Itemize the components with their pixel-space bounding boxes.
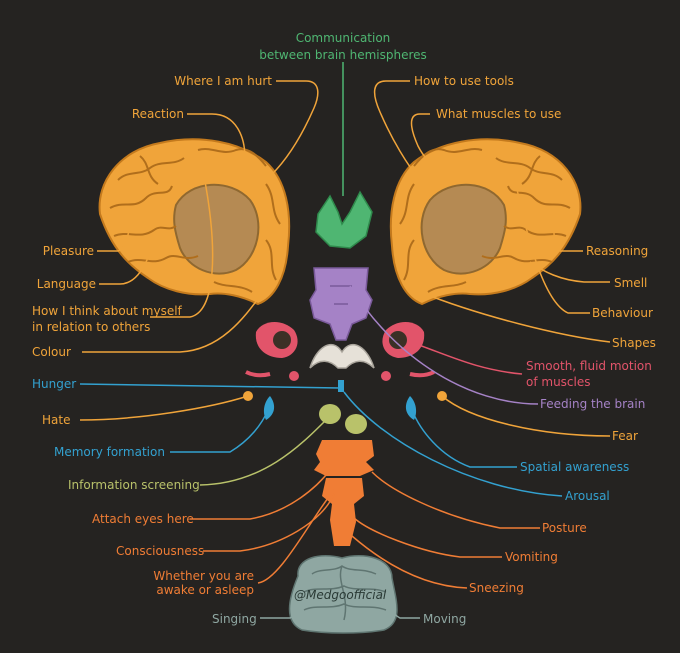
leader-lines (79, 62, 611, 619)
right-hippocampus (381, 321, 435, 381)
label-attach-eyes: Attach eyes here (92, 512, 194, 526)
label-communication: Communication between brain hemispheres (250, 31, 436, 62)
label-self-think-line1: How I think about myself (32, 304, 182, 318)
label-singing: Singing (212, 612, 257, 626)
label-info-screening: Information screening (68, 478, 200, 492)
brainstem (314, 440, 374, 546)
label-consciousness: Consciousness (116, 544, 205, 558)
label-memory: Memory formation (54, 445, 165, 459)
label-smooth-motion-line2: of muscles (526, 375, 591, 389)
cerebellum (288, 555, 398, 634)
label-feeding: Feeding the brain (540, 397, 646, 411)
label-hunger: Hunger (32, 377, 77, 391)
hypothalamus (338, 380, 344, 392)
label-reaction: Reaction (131, 107, 184, 121)
right-hemisphere (389, 138, 582, 306)
label-hate: Hate (42, 413, 71, 427)
label-spatial: Spatial awareness (520, 460, 630, 474)
label-arousal: Arousal (565, 489, 610, 503)
label-awake-line2: awake or asleep (156, 583, 254, 597)
label-self-think-line2: in relation to others (32, 320, 151, 334)
watermark: @Medgoofficial (294, 588, 387, 602)
basal-ganglia (309, 344, 375, 369)
label-smooth-motion-line1: Smooth, fluid motion (526, 359, 652, 373)
label-communication-line2: between brain hemispheres (259, 48, 427, 62)
label-pleasure: Pleasure (42, 244, 94, 258)
label-sneezing: Sneezing (469, 581, 524, 595)
label-fear: Fear (612, 429, 638, 443)
label-vomiting: Vomiting (505, 550, 558, 564)
left-hippocampus (245, 321, 299, 381)
label-muscles: What muscles to use (436, 107, 562, 121)
label-smell: Smell (614, 276, 648, 290)
label-self-think: How I think about myself in relation to … (32, 304, 182, 334)
label-shapes: Shapes (612, 336, 656, 350)
mammillary-bodies (319, 404, 367, 434)
label-awake-line1: Whether you are (153, 569, 254, 583)
label-posture: Posture (542, 521, 587, 535)
left-hemisphere (98, 138, 291, 306)
label-language: Language (36, 277, 96, 291)
label-awake: Whether you are awake or asleep (130, 569, 254, 597)
label-reasoning: Reasoning (586, 244, 649, 258)
label-communication-line1: Communication (295, 31, 391, 45)
label-smooth-motion: Smooth, fluid motion of muscles (526, 359, 652, 389)
corpus-callosum (315, 190, 373, 249)
label-tools: How to use tools (414, 74, 514, 88)
label-where-hurt: Where I am hurt (174, 74, 272, 88)
label-moving: Moving (423, 612, 467, 626)
label-colour: Colour (32, 345, 71, 359)
label-behaviour: Behaviour (592, 306, 653, 320)
